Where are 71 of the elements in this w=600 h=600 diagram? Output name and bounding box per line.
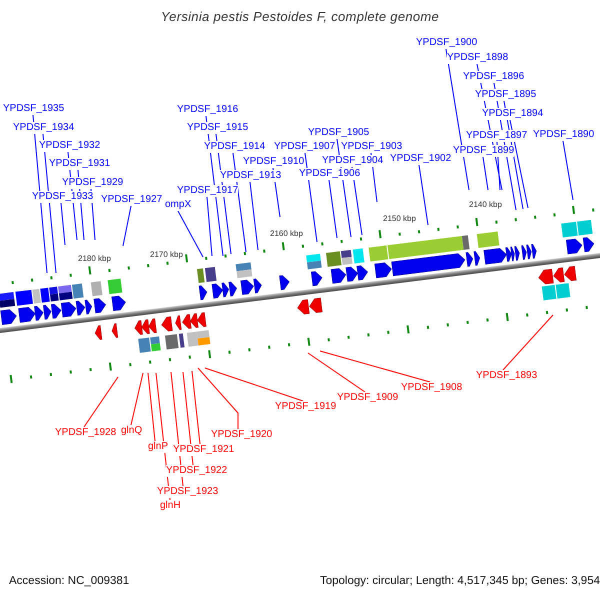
leader-line (178, 210, 204, 258)
gene-label: YPDSF_1906 (299, 168, 360, 180)
gene-label: YPDSF_1897 (466, 130, 528, 142)
gene-label: YPDSF_1913 (220, 170, 282, 182)
leader-line (510, 120, 528, 208)
position-label: 2150 kbp (383, 214, 416, 224)
gene-label: glnP (148, 441, 168, 453)
position-label: 2140 kbp (469, 200, 502, 210)
gene-label: YPDSF_1932 (39, 140, 100, 152)
gene-label: YPDSF_1905 (308, 127, 370, 139)
leader-line (232, 152, 246, 252)
gene-label: YPDSF_1907 (274, 141, 336, 153)
gene-label: YPDSF_1935 (3, 103, 64, 115)
leader-line (482, 156, 488, 190)
position-label: 2180 kbp (78, 254, 111, 264)
gene-label: YPDSF_1921 (173, 444, 234, 456)
gene-label: glnQ (121, 425, 142, 437)
leader-line (84, 376, 118, 428)
leader-line (308, 352, 366, 392)
leader-line (122, 206, 132, 246)
gene-label: YPDSF_1916 (177, 104, 238, 116)
gene-label: YPDSF_1900 (416, 37, 478, 49)
leader-line (304, 152, 318, 242)
gene-label: YPDSF_1928 (55, 427, 116, 439)
leader-line (418, 164, 428, 226)
gene-label: YPDSF_1910 (243, 156, 304, 168)
gene-label: YPDSF_1915 (187, 122, 248, 134)
position-label: 2170 kbp (150, 250, 183, 260)
gene-label: YPDSF_1899 (453, 145, 514, 157)
gene-label: YPDSF_1922 (166, 465, 228, 477)
gene-label: YPDSF_1909 (337, 392, 398, 404)
gene-label: YPDSF_1914 (204, 141, 266, 153)
position-label: 2160 kbp (270, 229, 303, 239)
gene-label: YPDSF_1893 (476, 370, 538, 382)
leader-line (562, 140, 574, 200)
leader-line (502, 314, 554, 370)
gene-label: YPDSF_1902 (390, 153, 452, 165)
leader-line (320, 350, 430, 382)
gene-label: YPDSF_1931 (49, 158, 110, 170)
leader-line (130, 372, 144, 426)
leader-line (446, 48, 470, 190)
gene-label: YPDSF_1904 (322, 155, 384, 167)
leader-line (60, 202, 66, 246)
leader-line (328, 180, 338, 238)
leader-line (182, 372, 194, 466)
gene-label: YPDSF_1894 (482, 108, 544, 120)
gene-label: YPDSF_1895 (475, 89, 536, 101)
gene-label: ompX (165, 199, 192, 211)
leader-line (206, 196, 212, 256)
gene-label: YPDSF_1933 (32, 191, 94, 203)
gene-label: YPDSF_1934 (13, 122, 74, 134)
leader-line (148, 372, 156, 442)
gene-label: YPDSF_1903 (341, 141, 402, 153)
gene-label: glnH (160, 500, 181, 512)
title: Yersinia pestis Pestoides F, complete genome (160, 9, 440, 24)
gene-label: YPDSF_1896 (463, 71, 524, 83)
gene-label: YPDSF_1919 (275, 401, 336, 413)
gene-label: YPDSF_1929 (62, 177, 124, 189)
footer-text: Accession: NC_009381 (9, 575, 130, 587)
gene-label: YPDSF_1890 (533, 129, 594, 141)
leader-line (250, 182, 258, 250)
gene-label: YPDSF_1920 (211, 429, 272, 441)
gene-label: YPDSF_1908 (401, 382, 462, 394)
footer-text: Topology: circular; Length: 4,517,345 bp; Genes: 3,954 (320, 575, 600, 587)
leader-line (204, 368, 304, 402)
leader-line (192, 370, 200, 444)
leader-line (198, 368, 238, 430)
gene-label: YPDSF_1923 (157, 486, 218, 498)
gene-label: YPDSF_1927 (101, 194, 162, 206)
gene-label: YPDSF_1917 (177, 185, 238, 197)
gene-label: YPDSF_1898 (447, 52, 508, 64)
